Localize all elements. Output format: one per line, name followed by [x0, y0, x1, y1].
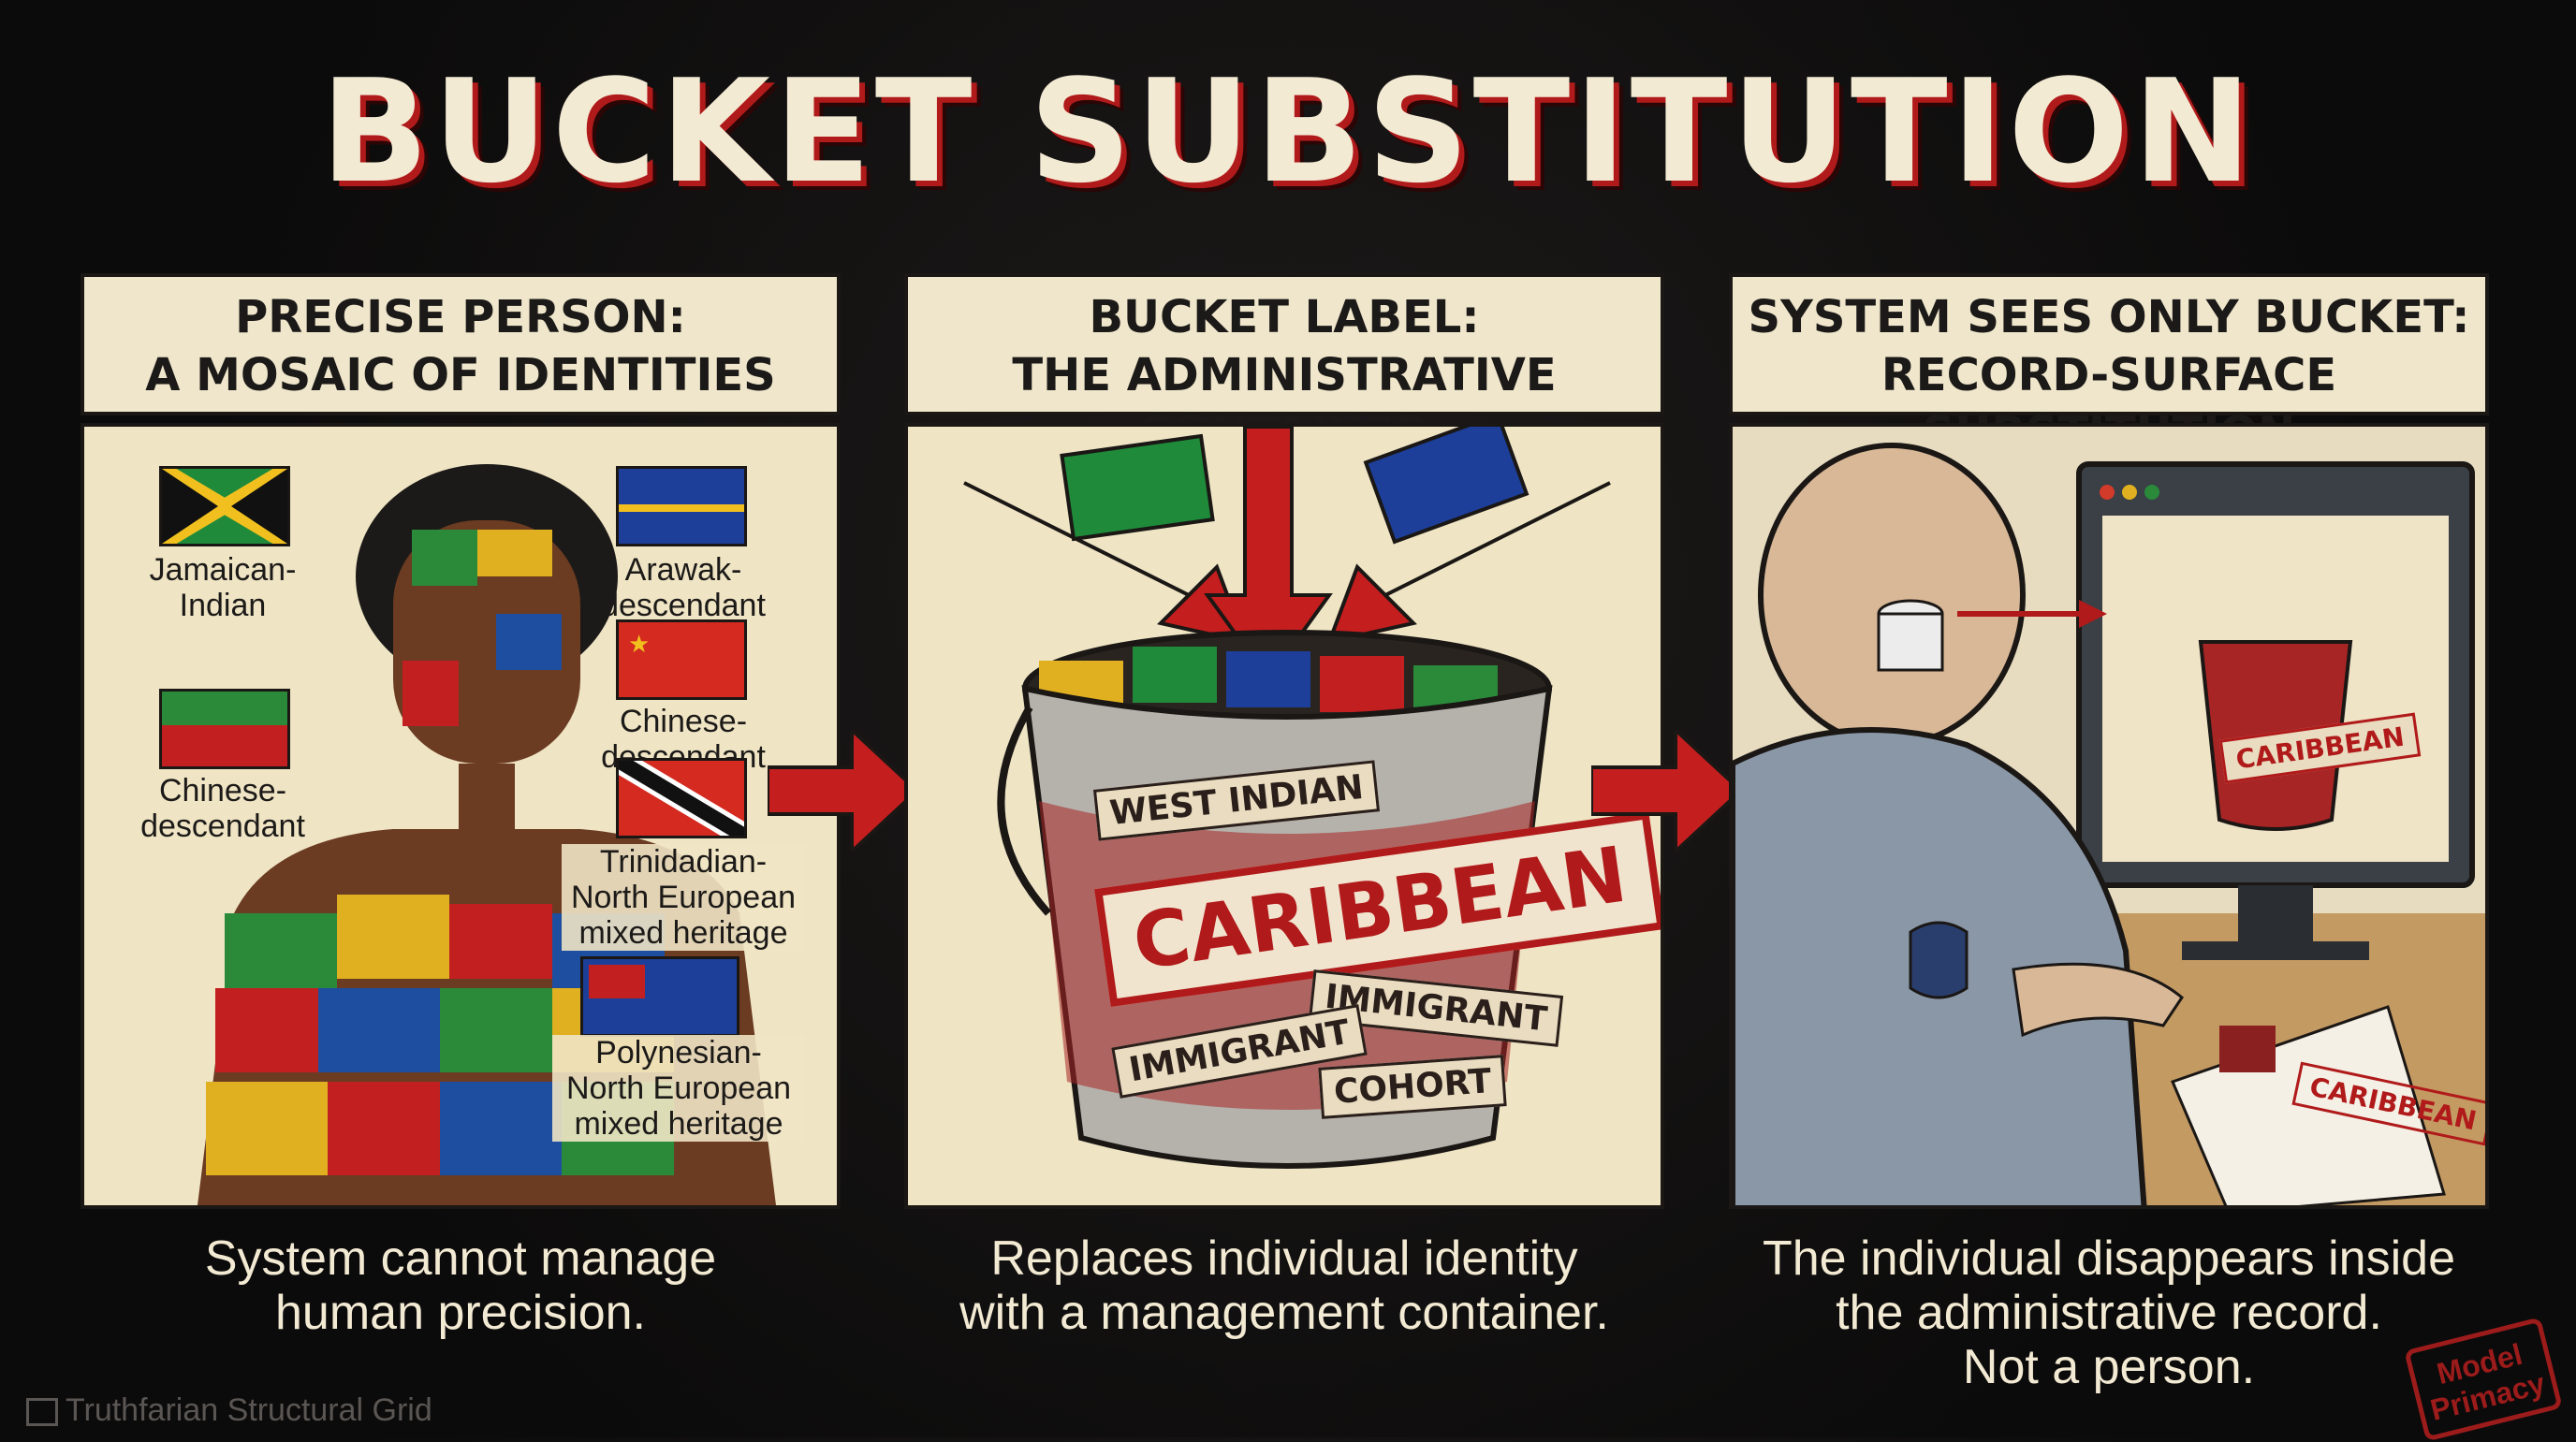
page-title: BUCKET SUBSTITUTION — [320, 49, 2256, 214]
panel-heading: PRECISE PERSON: A MOSAIC OF IDENTITIES — [80, 273, 841, 415]
label-line: Chinese- — [158, 773, 287, 808]
label-line: Chinese- — [619, 704, 748, 739]
caption-line: Not a person. — [1962, 1340, 2256, 1394]
panel-illustration: Jamaican- Indian Arawak- descendant ★ Ch… — [80, 423, 841, 1209]
arrow-right-icon — [1591, 730, 1741, 852]
watermark: Truthfarian Structural Grid — [26, 1392, 432, 1429]
flag-turkmenistan-icon — [159, 689, 290, 769]
label-trinidadian-mixed-heritage: Trinidadian- North European mixed herita… — [562, 844, 805, 951]
panel-illustration: WEST INDIAN CARIBBEAN IMMIGRANT IMMIGRAN… — [904, 423, 1664, 1209]
caption-line: with a management container. — [959, 1286, 1609, 1340]
panel-heading: SYSTEM SEES ONLY BUCKET: RECORD-SURFACE … — [1729, 273, 2489, 459]
label-polynesian-mixed-heritage: Polynesian- North European mixed heritag… — [552, 1035, 805, 1142]
caption-panel-3: The individual disappears inside the adm… — [1688, 1231, 2530, 1394]
panel-heading-line2: A MOSAIC OF IDENTITIES — [145, 349, 776, 401]
label-line: Trinidadian- — [599, 844, 768, 880]
panel-bucket-label: BUCKET LABEL: THE ADMINISTRATIVE CONTAIN… — [904, 273, 1664, 1209]
clerk-at-computer-illustration — [1733, 427, 2485, 1205]
label-line: Arawak- — [624, 552, 742, 588]
panel-illustration: CARIBBEAN CARIBBEAN — [1729, 423, 2489, 1209]
watermark-text: Truthfarian Structural Grid — [66, 1392, 432, 1428]
caption-line: human precision. — [275, 1286, 646, 1340]
label-line: descendant — [601, 588, 766, 623]
arrow-right-icon — [768, 730, 917, 852]
caption-panel-2: Replaces individual identity with a mana… — [863, 1231, 1705, 1340]
label-line: Jamaican- — [149, 552, 297, 588]
caption-line: The individual disappears inside — [1762, 1231, 2455, 1286]
label-line: North European — [570, 880, 797, 915]
panel-precise-person: PRECISE PERSON: A MOSAIC OF IDENTITIES — [80, 273, 841, 1209]
caption-line: the administrative record. — [1836, 1286, 2382, 1340]
flag-trinidad-icon — [612, 750, 751, 847]
caption-line: System cannot manage — [204, 1231, 717, 1286]
caption-panel-1: System cannot manage human precision. — [39, 1231, 882, 1340]
flag-jamaica-icon — [157, 462, 292, 550]
label-line: descendant — [140, 808, 305, 844]
flag-china-icon: ★ — [616, 619, 747, 700]
mosaic-person-illustration — [198, 464, 776, 1205]
panel-heading-line1: SYSTEM SEES ONLY BUCKET: — [1748, 291, 2470, 343]
caption-line: Replaces individual identity — [990, 1231, 1578, 1286]
panel-heading-line1: BUCKET LABEL: — [1089, 291, 1480, 343]
flag-montserrat-icon — [580, 956, 739, 1037]
label-jamaican-indian: Jamaican- Indian — [129, 552, 316, 623]
label-arawak-descendant: Arawak- descendant — [590, 552, 777, 623]
label-line: Polynesian- — [595, 1035, 762, 1071]
flag-nauru-icon — [616, 466, 747, 546]
panel-heading-line1: PRECISE PERSON: — [235, 291, 686, 343]
panel-heading: BUCKET LABEL: THE ADMINISTRATIVE CONTAIN… — [904, 273, 1664, 459]
label-line: North European — [565, 1071, 792, 1106]
label-chinese-descendant-left: Chinese- descendant — [129, 773, 316, 844]
label-line: mixed heritage — [578, 915, 788, 951]
grid-logo-icon — [26, 1398, 58, 1427]
label-line: mixed heritage — [574, 1106, 783, 1142]
panel-system-sees-bucket: SYSTEM SEES ONLY BUCKET: RECORD-SURFACE … — [1729, 273, 2489, 1209]
label-line: Indian — [179, 588, 267, 623]
